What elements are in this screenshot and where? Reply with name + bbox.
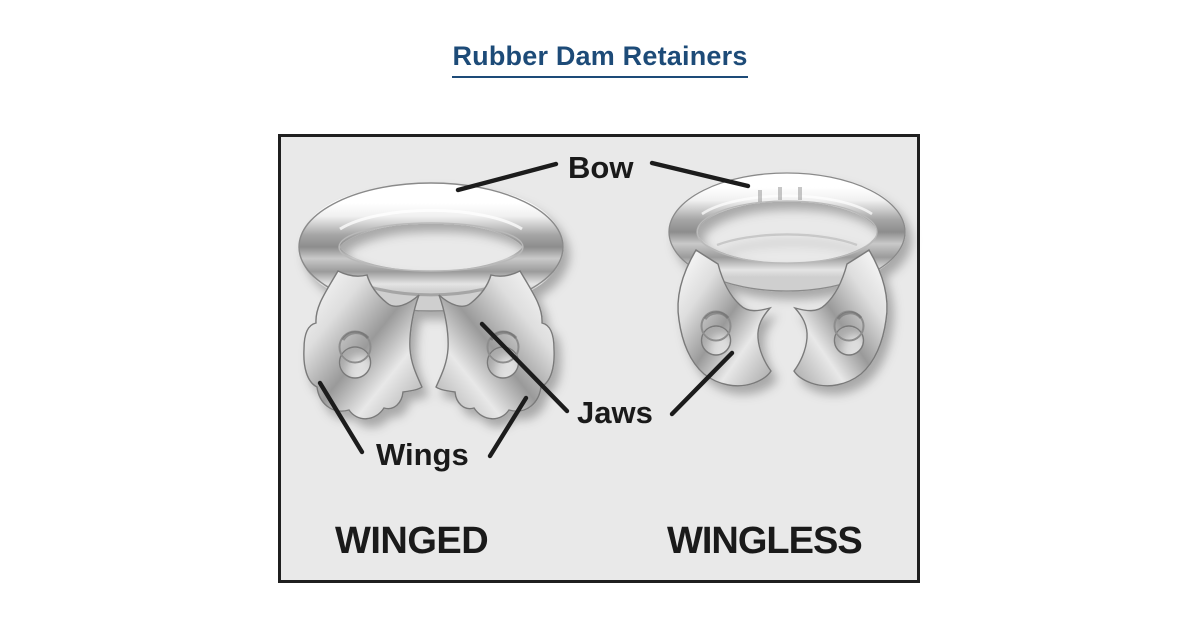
wings-label: Wings xyxy=(376,437,469,472)
jaws-label: Jaws xyxy=(577,395,653,430)
bow-label: Bow xyxy=(568,150,634,185)
page-title: Rubber Dam Retainers xyxy=(452,41,748,78)
winged-caption: WINGED xyxy=(335,520,489,562)
wingless-caption: WINGLESS xyxy=(667,520,863,562)
diagram-panel xyxy=(278,134,920,583)
title-wrap: Rubber Dam Retainers xyxy=(0,41,1200,78)
